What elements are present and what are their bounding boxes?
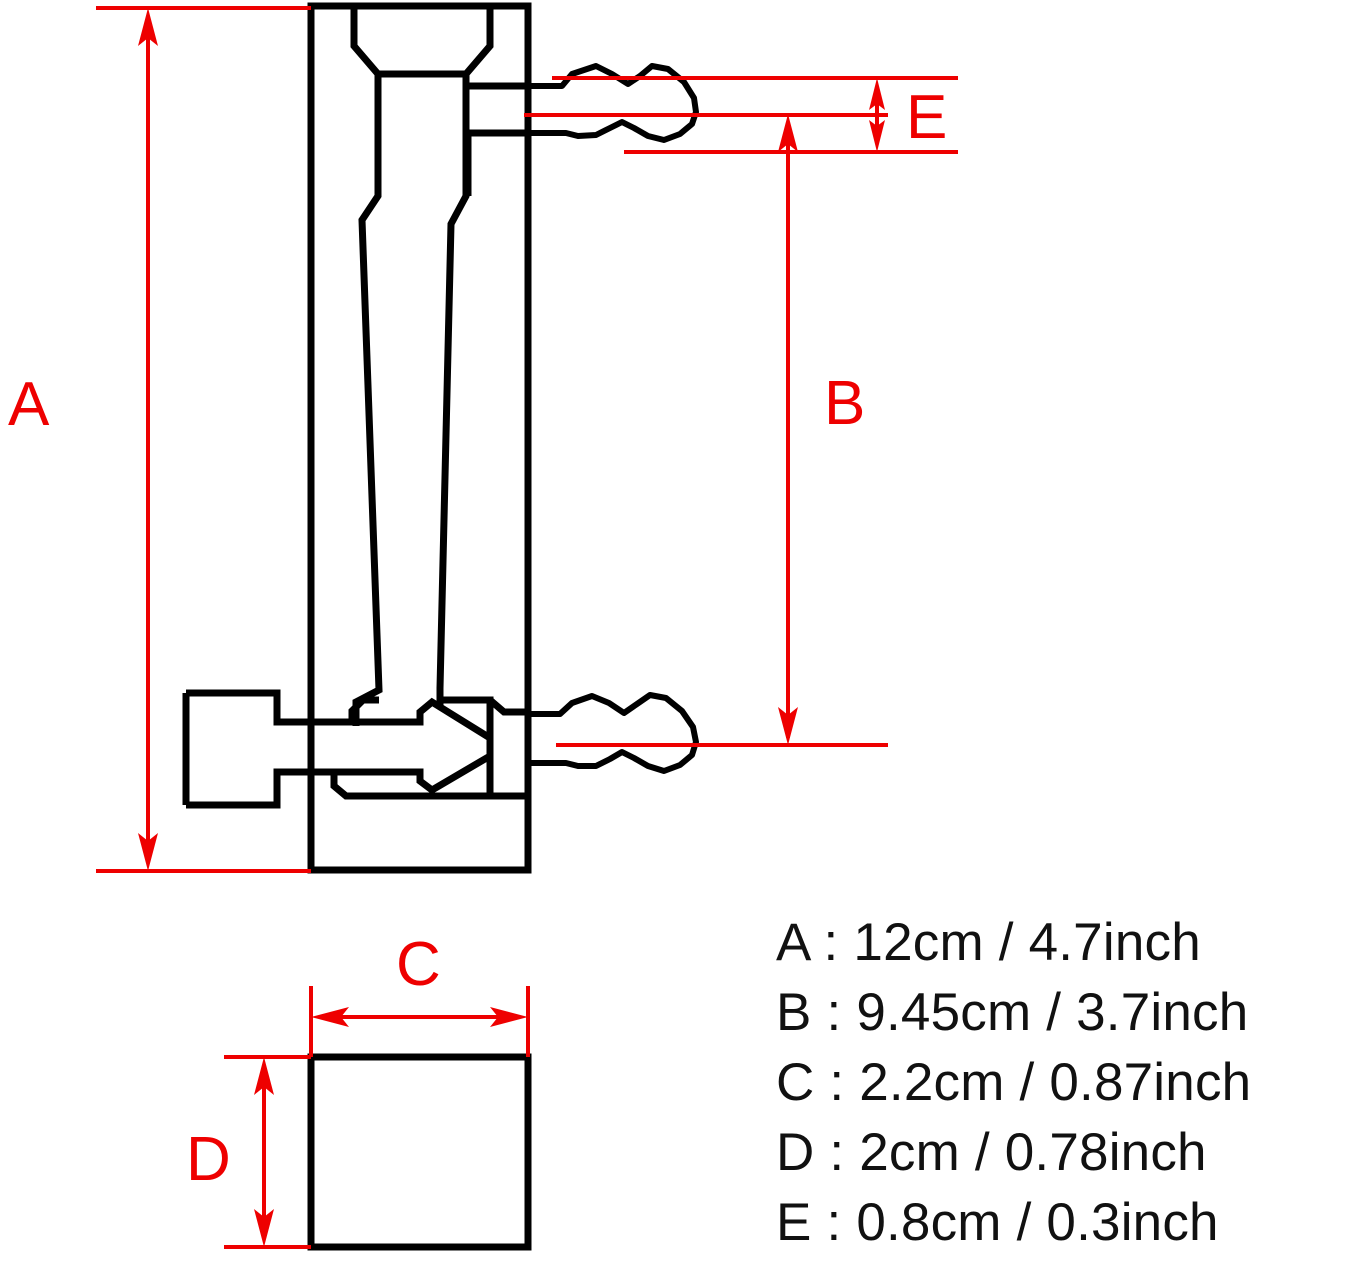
dimension-c: C xyxy=(309,930,530,1057)
inner-bore-right-wall xyxy=(436,6,494,706)
bottom-barb-nozzle xyxy=(525,692,699,774)
dim-a-label: A xyxy=(8,370,50,439)
lower-chamber-ledge xyxy=(487,697,528,716)
left-handle-knob xyxy=(186,689,311,726)
dim-c-arrow-right xyxy=(490,1007,528,1027)
legend-row-c: C : 2.2cm / 0.87inch xyxy=(776,1053,1252,1112)
dim-b-arrow-top xyxy=(778,114,798,152)
dim-a-arrow-top xyxy=(138,8,158,46)
dimension-d: D xyxy=(186,1055,311,1249)
top-barb-nozzle xyxy=(525,63,699,143)
left-handle-knob-lower xyxy=(186,768,311,809)
dim-d-arrow-bottom xyxy=(254,1209,274,1247)
plug-chamber-right-wall-lower xyxy=(330,756,494,800)
dimension-b: B xyxy=(556,114,958,747)
inner-step-left xyxy=(348,696,379,722)
dim-e-arrow-top xyxy=(869,78,885,110)
legend-row-b: B : 9.45cm / 3.7inch xyxy=(776,983,1249,1042)
legend-row-d: D : 2cm / 0.78inch xyxy=(776,1123,1207,1182)
dim-d-label: D xyxy=(186,1125,231,1194)
cross-section-rect xyxy=(307,1053,532,1251)
dim-c-arrow-left xyxy=(311,1007,349,1027)
dimension-a: A xyxy=(8,6,311,873)
valve-plug-cone xyxy=(340,697,494,795)
dim-b-arrow-bottom xyxy=(778,707,798,745)
dimension-legend: A : 12cm / 4.7inch B : 9.45cm / 3.7inch … xyxy=(776,908,1371,1258)
front-section-view xyxy=(182,2,699,874)
legend-row-a: A : 12cm / 4.7inch xyxy=(776,913,1201,972)
dimension-e: E xyxy=(524,76,958,152)
dim-a-arrow-bottom xyxy=(138,833,158,871)
inner-bore-left-wall xyxy=(350,6,383,726)
dim-c-label: C xyxy=(396,930,441,999)
dim-e-arrow-bottom xyxy=(869,120,885,152)
dim-d-arrow-top xyxy=(254,1057,274,1095)
body-outer-outline xyxy=(307,2,532,874)
dim-b-label: B xyxy=(824,369,865,438)
legend-row-e: E : 0.8cm / 0.3inch xyxy=(776,1193,1219,1252)
dim-e-label: E xyxy=(906,83,947,152)
bottom-cross-section-view: C D xyxy=(186,930,532,1251)
